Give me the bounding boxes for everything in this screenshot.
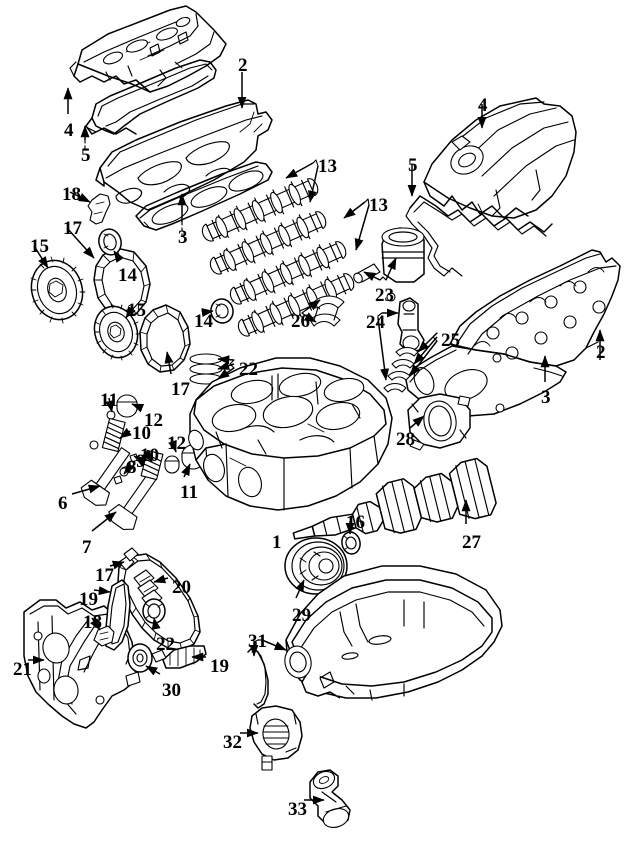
callout-cylinder-head-left: 2: [238, 55, 248, 76]
callout-valve-spring-retainer: 9: [136, 451, 146, 472]
callout-idler-sprocket: 30: [162, 680, 181, 701]
callout-chain-guide: 19: [210, 656, 229, 677]
valve-cover-left: [69, 5, 227, 93]
callout-camshaft-seal: 14: [118, 265, 137, 286]
callout-valve-keeper: 8: [127, 457, 137, 478]
idler-sprocket: [127, 643, 167, 673]
callout-crankshaft-seal: 16: [346, 512, 365, 533]
callout-connecting-rod: 24: [366, 312, 385, 333]
callout-timing-cover: 21: [13, 659, 32, 680]
callout-valve-lifter: 11: [100, 390, 118, 411]
oil-pan-gasket: [247, 647, 269, 709]
callout-oil-pickup-tube: 33: [288, 799, 307, 820]
oil-pump: [249, 705, 303, 771]
oil-pickup-tube: [309, 769, 351, 829]
callout-valve-cover-right: 4: [478, 95, 488, 116]
callout-head-gasket-right: 3: [541, 387, 551, 408]
callout-valve-spring: 10: [140, 445, 159, 466]
callout-exhaust-valve: 7: [82, 537, 92, 558]
valve-cover-gasket-right: [405, 195, 553, 277]
camshaft-seal-upper: [98, 228, 122, 256]
leader-lines: [28, 72, 605, 805]
callout-valve-lifter-shim: 12: [144, 410, 163, 431]
callout-valve-cover-gasket-right: 5: [408, 155, 418, 176]
callout-valve-cover-gasket-left: 5: [81, 145, 91, 166]
chain-guide-right: [162, 645, 207, 669]
callout-rod-bearing: 25: [441, 330, 460, 351]
callout-cylinder-head-right: 2: [596, 342, 606, 363]
oil-pan: [284, 565, 503, 701]
callout-chain-guide: 19: [79, 589, 98, 610]
callout-valve-lifter-shim: 12: [167, 433, 186, 454]
callout-camshaft-sprocket: 15: [30, 236, 49, 257]
valve-cover-right: [423, 97, 577, 219]
callout-chain-tensioner: 20: [172, 577, 191, 598]
callout-valve-spring: 10: [132, 423, 151, 444]
timing-chain-upper: [93, 247, 151, 319]
callout-chain-guide-bolt: 18: [83, 612, 102, 633]
callout-oil-pan-gasket: 31: [248, 631, 267, 652]
main-bearing-set: [309, 295, 345, 327]
callout-piston: 23: [375, 285, 394, 306]
chain-guide-bolt-lower: [93, 625, 115, 647]
callout-camshaft: 13: [318, 156, 337, 177]
crankshaft: [292, 457, 497, 540]
callout-cylinder-block: 1: [272, 532, 282, 553]
callout-rear-main-seal-housing: 28: [396, 429, 415, 450]
callout-crankshaft: 27: [462, 532, 481, 553]
camshaft-seal-lower: [210, 298, 234, 324]
callout-timing-chain: 17: [95, 565, 114, 586]
callout-valve-cover-left: 4: [64, 120, 74, 141]
timing-chain-lower: [139, 304, 191, 373]
callout-chain-guide-bolt: 18: [62, 184, 81, 205]
cylinder-head-left: [95, 99, 273, 211]
callout-oil-pump: 32: [223, 732, 242, 753]
piston-ring-set: [189, 353, 223, 385]
camshaft-sprocket-upper: [30, 256, 86, 324]
callout-piston-ring-set: 22: [239, 359, 258, 380]
cylinder-block: [188, 357, 393, 511]
callout-crankshaft-pulley: 29: [292, 605, 311, 626]
valve-cover-gasket-left: [85, 59, 217, 135]
cylinder-head-right: [449, 249, 621, 367]
rear-main-seal-housing: [407, 393, 471, 451]
callout-timing-chain: 17: [63, 218, 82, 239]
camshaft-sprocket-lower: [93, 303, 141, 361]
callout-intake-valve: 6: [58, 493, 68, 514]
callout-timing-chain: 17: [171, 379, 190, 400]
head-gasket-left: [135, 161, 273, 231]
callout-valve-lifter: 11: [180, 482, 198, 503]
chain-guide-bolt-upper: [87, 193, 111, 225]
callout-head-gasket-left: 3: [178, 227, 188, 248]
callout-camshaft: 13: [369, 195, 388, 216]
callout-camshaft-seal: 14: [194, 311, 213, 332]
callout-chain-tensioner-sprocket: 22: [156, 634, 175, 655]
callout-main-bearing: 26: [291, 311, 310, 332]
callout-camshaft-sprocket: 15: [127, 300, 146, 321]
